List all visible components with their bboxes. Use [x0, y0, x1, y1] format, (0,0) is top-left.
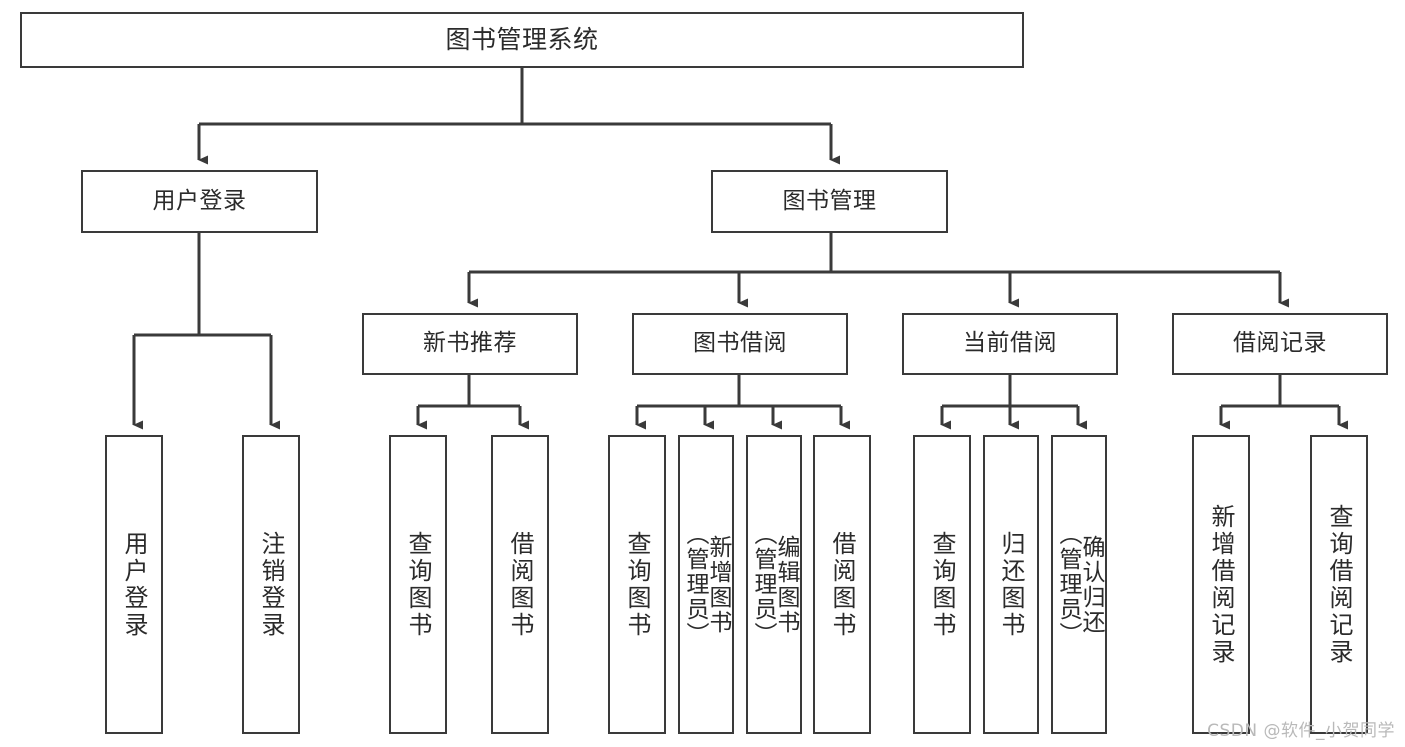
node-book-borrow[interactable]: 图书借阅	[632, 313, 848, 375]
node-leaf-query-book-recommend[interactable]: 查询图书	[389, 435, 447, 734]
node-label: 图书管理系统	[445, 25, 599, 55]
node-label: 注销登录	[257, 530, 285, 639]
node-label: 查询图书	[623, 530, 651, 639]
node-borrow-record[interactable]: 借阅记录	[1172, 313, 1388, 375]
node-book-management[interactable]: 图书管理	[711, 170, 948, 233]
node-label: 编辑图书 （管理员）	[750, 522, 799, 647]
node-user-login[interactable]: 用户登录	[81, 170, 318, 233]
node-label: 图书管理	[782, 187, 877, 214]
node-label: 借阅图书	[828, 530, 856, 639]
node-current-borrow[interactable]: 当前借阅	[902, 313, 1118, 375]
node-leaf-borrow-book-recommend[interactable]: 借阅图书	[491, 435, 549, 734]
node-label: 用户登录	[120, 530, 148, 639]
node-label: 用户登录	[152, 187, 247, 214]
node-root-book-management-system[interactable]: 图书管理系统	[20, 12, 1024, 68]
node-label: 当前借阅	[963, 330, 1057, 357]
node-label: 新增图书 （管理员）	[682, 522, 731, 647]
node-label: 归还图书	[997, 530, 1025, 639]
node-label: 查询图书	[404, 530, 432, 639]
node-label: 新书推荐	[423, 330, 517, 357]
node-new-book-recommend[interactable]: 新书推荐	[362, 313, 578, 375]
node-leaf-confirm-return-admin[interactable]: 确认归还 （管理员）	[1051, 435, 1107, 734]
node-label: 确认归还 （管理员）	[1055, 522, 1104, 647]
node-label: 图书借阅	[693, 330, 787, 357]
node-leaf-query-borrow-record[interactable]: 查询借阅记录	[1310, 435, 1368, 734]
node-leaf-edit-book-admin[interactable]: 编辑图书 （管理员）	[746, 435, 802, 734]
node-leaf-add-borrow-record[interactable]: 新增借阅记录	[1192, 435, 1250, 734]
node-leaf-borrow-book[interactable]: 借阅图书	[813, 435, 871, 734]
node-leaf-query-book-borrow[interactable]: 查询图书	[608, 435, 666, 734]
node-label: 查询借阅记录	[1325, 503, 1353, 666]
node-leaf-user-logout[interactable]: 注销登录	[242, 435, 300, 734]
node-label: 借阅记录	[1233, 330, 1327, 357]
node-leaf-return-book[interactable]: 归还图书	[983, 435, 1039, 734]
watermark: CSDN @软件_小贺同学	[1207, 721, 1395, 741]
node-leaf-add-book-admin[interactable]: 新增图书 （管理员）	[678, 435, 734, 734]
node-leaf-query-book-current[interactable]: 查询图书	[913, 435, 971, 734]
node-leaf-user-login[interactable]: 用户登录	[105, 435, 163, 734]
node-label: 借阅图书	[506, 530, 534, 639]
node-label: 查询图书	[928, 530, 956, 639]
node-label: 新增借阅记录	[1207, 503, 1235, 666]
